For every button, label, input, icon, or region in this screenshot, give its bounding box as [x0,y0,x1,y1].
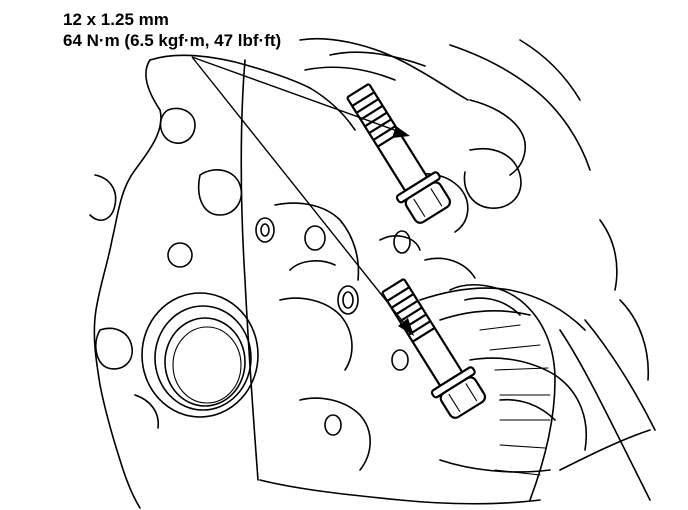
bolt-icon [381,278,487,419]
engine-block-outline [89,37,651,509]
oil-pan-flange [449,284,656,501]
crankshaft-seal [141,292,259,418]
torque-spec-label: 64 N·m (6.5 kgf·m, 47 lbf·ft) [63,31,282,50]
bolt-icon [346,83,452,224]
thread-size-label: 12 x 1.25 mm [63,10,169,29]
leader-lines [191,56,414,336]
